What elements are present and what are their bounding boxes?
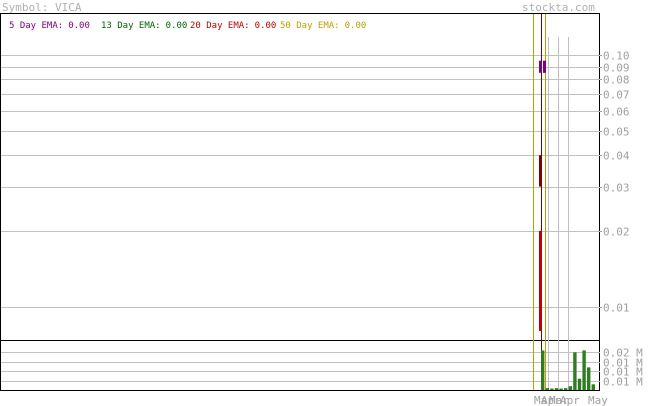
volume-tick-label: 0.01 M: [603, 376, 643, 389]
price-tick-label: 0.10: [603, 50, 630, 63]
price-grid: [1, 37, 602, 390]
volume-bars: [541, 350, 595, 390]
volume-bar: [577, 378, 582, 390]
ema-legend: 5 Day EMA:0.00 13 Day EMA:0.00 20 Day EM…: [9, 21, 366, 31]
price-tick-label: 0.07: [603, 89, 630, 102]
price-segment: [543, 60, 546, 73]
x-tick-label: Apr: [541, 394, 561, 406]
volume-bar: [554, 388, 559, 390]
volume-bar: [550, 388, 554, 390]
price-segment: [539, 60, 542, 73]
price-tick-label: 0.08: [603, 74, 630, 87]
x-tick-label: Apr: [560, 394, 580, 406]
symbol-label: Symbol: VICA: [2, 1, 82, 14]
volume-bar: [545, 388, 549, 390]
legend-13-day-ema: 13 Day EMA:0.00: [101, 21, 187, 31]
watermark: stockta.com: [522, 1, 595, 14]
price-tick-label: 0.05: [603, 126, 630, 139]
volume-bar: [568, 386, 572, 390]
volume-grid: [1, 352, 600, 382]
volume-bar: [541, 350, 545, 390]
x-tick-label: Mar: [549, 394, 569, 406]
price-series: [533, 14, 546, 390]
volume-tick-label: 0.01 M: [603, 366, 643, 379]
price-tick-label: 0.06: [603, 106, 630, 119]
x-tick-label: Mar: [534, 394, 554, 406]
volume-tick-label: 0.01 M: [603, 357, 643, 370]
price-tick-label: 0.03: [603, 182, 630, 195]
volume-bar: [587, 367, 591, 390]
volume-bar: [582, 350, 586, 390]
price-tick-label: 0.01: [603, 302, 630, 315]
legend-20-day-ema: 20 Day EMA:0.00: [190, 21, 276, 31]
legend-50-day-ema: 50 Day EMA:0.00: [280, 21, 366, 31]
price-panel-frame: [0, 13, 600, 341]
volume-bar: [591, 384, 595, 390]
volume-bar: [564, 388, 568, 390]
price-axis: 0.100.090.08 0.07 0.06 0.05 0.04 0.03 0.02 0.01: [603, 50, 630, 315]
price-segment: [539, 155, 542, 187]
price-segment: [539, 230, 542, 331]
price-tick-label: 0.04: [603, 150, 630, 163]
legend-5-day-ema: 5 Day EMA:0.00: [9, 21, 90, 31]
volume-tick-label: 0.02 M: [603, 347, 643, 360]
price-tick-label: 0.09: [603, 62, 630, 75]
volume-bar: [559, 388, 563, 390]
price-tick-label: 0.02: [603, 226, 630, 239]
volume-panel-frame: [0, 340, 600, 391]
volume-bar: [573, 352, 577, 390]
volume-axis: 0.02 M0.01 M0.01 M0.01 M: [603, 347, 643, 389]
x-tick-label: May: [588, 394, 608, 406]
